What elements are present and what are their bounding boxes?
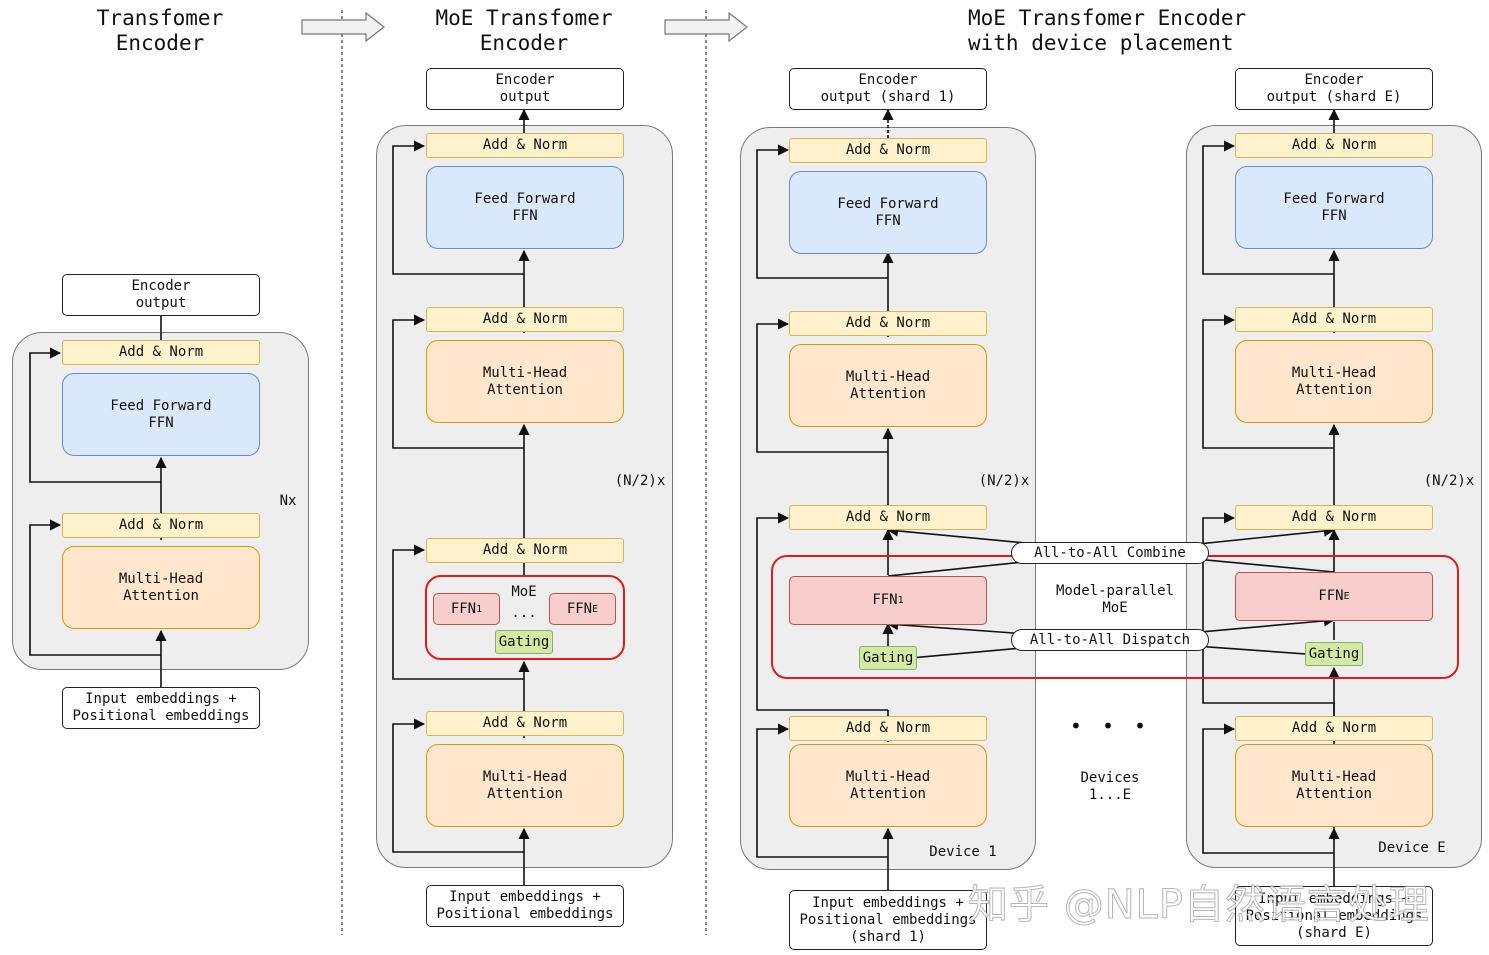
col1-multi-head-attention: Multi-Head Attention xyxy=(62,546,260,629)
col1-title: Transfomer Encoder xyxy=(96,6,224,55)
device1-input-embeddings: Input embeddings + Positional embeddings… xyxy=(789,890,987,950)
col2-add-norm-1: Add & Norm xyxy=(426,133,624,158)
deviceE-encoder-output: Encoder output (shard E) xyxy=(1235,68,1433,110)
devices-ellipsis: • • • xyxy=(1069,714,1151,738)
device1-add-norm-2: Add & Norm xyxy=(789,311,987,336)
col2-experts-ellipsis: ... xyxy=(511,605,537,621)
device1-multi-head-attention-2: Multi-Head Attention xyxy=(789,744,987,827)
deviceE-add-norm-1: Add & Norm xyxy=(1235,133,1433,158)
device1-label: Device 1 xyxy=(929,844,997,860)
device1-add-norm-3: Add & Norm xyxy=(789,505,987,530)
deviceE-gating: Gating xyxy=(1305,642,1363,666)
col2-add-norm-4: Add & Norm xyxy=(426,711,624,736)
col2-moe-block xyxy=(425,575,625,660)
device1-add-norm-4: Add & Norm xyxy=(789,716,987,741)
col2-title: MoE Transfomer Encoder xyxy=(435,6,613,55)
deviceE-add-norm-3: Add & Norm xyxy=(1235,505,1433,530)
col3-title: MoE Transfomer Encoder with device place… xyxy=(968,6,1247,55)
deviceE-add-norm-2: Add & Norm xyxy=(1235,307,1433,332)
deviceE-repeat-label: (N/2)x xyxy=(1423,473,1475,489)
device1-repeat-label: (N/2)x xyxy=(978,473,1030,489)
col2-multi-head-attention-2: Multi-Head Attention xyxy=(426,744,624,827)
deviceE-input-embeddings: Input embeddings + Positional embeddings… xyxy=(1235,886,1433,946)
all-to-all-dispatch: All-to-All Dispatch xyxy=(1011,629,1209,651)
device1-gating: Gating xyxy=(859,646,917,670)
watermark: 知乎 @NLP自然语言处理 xyxy=(967,882,1431,929)
deviceE-add-norm-4: Add & Norm xyxy=(1235,716,1433,741)
col2-moe-label: MoE xyxy=(511,584,537,600)
device1-add-norm-1: Add & Norm xyxy=(789,138,987,163)
col2-repeat-label: (N/2)x xyxy=(614,473,666,489)
col2-multi-head-attention-1: Multi-Head Attention xyxy=(426,340,624,423)
col2-input-embeddings: Input embeddings + Positional embeddings xyxy=(426,885,624,927)
deviceE-label: Device E xyxy=(1378,840,1446,856)
col1-encoder-output: Encoder output xyxy=(62,274,260,316)
model-parallel-moe-label: Model-parallel MoE xyxy=(1055,583,1174,616)
deviceE-multi-head-attention-2: Multi-Head Attention xyxy=(1235,744,1433,827)
col2-add-norm-2: Add & Norm xyxy=(426,307,624,332)
col1-feed-forward: Feed Forward FFN xyxy=(62,373,260,456)
device1-feed-forward: Feed Forward FFN xyxy=(789,171,987,254)
col2-gating: Gating xyxy=(495,630,553,654)
col2-encoder-output: Encoder output xyxy=(426,68,624,110)
deviceE-feed-forward: Feed Forward FFN xyxy=(1235,166,1433,249)
col1-input-embeddings: Input embeddings + Positional embeddings xyxy=(62,687,260,729)
devices-range-label: Devices 1...E xyxy=(1080,770,1140,803)
all-to-all-combine: All-to-All Combine xyxy=(1011,542,1209,564)
col1-add-norm-top: Add & Norm xyxy=(62,340,260,365)
device1-encoder-output: Encoder output (shard 1) xyxy=(789,68,987,110)
device1-multi-head-attention-1: Multi-Head Attention xyxy=(789,344,987,427)
col2-add-norm-3: Add & Norm xyxy=(426,538,624,563)
col2-feed-forward: Feed Forward FFN xyxy=(426,166,624,249)
col1-repeat-label: Nx xyxy=(279,493,297,509)
col1-add-norm-bottom: Add & Norm xyxy=(62,513,260,538)
deviceE-multi-head-attention-1: Multi-Head Attention xyxy=(1235,340,1433,423)
